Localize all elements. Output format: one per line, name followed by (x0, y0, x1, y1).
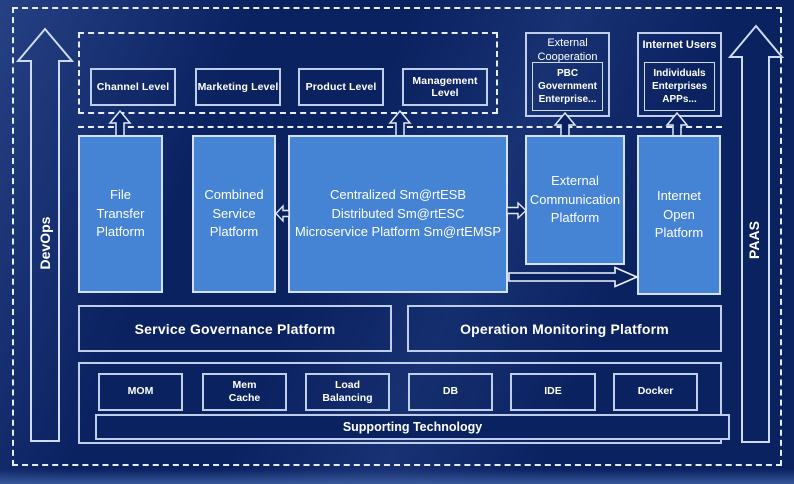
combined-service-platform-box: Combined Service Platform (192, 135, 276, 293)
central-esb-platform-box: Centralized Sm@rtESB Distributed Sm@rtES… (288, 135, 508, 293)
devops-rail-label: DevOps (37, 216, 53, 270)
flow-up-arrow-icon (388, 109, 412, 137)
flow-left-arrow-icon (275, 204, 290, 223)
flow-right-arrow-icon (506, 201, 528, 220)
supporting-technology-container (78, 362, 722, 444)
internet-users-box: Internet Users Individuals Enterprises A… (637, 32, 722, 117)
level-box-channel: Channel Level (90, 68, 176, 106)
external-cooperation-member: PBC Government Enterprise... (532, 62, 603, 111)
levels-dashed-container (78, 32, 498, 114)
internet-users-member: Individuals Enterprises APPs... (644, 62, 715, 111)
flow-long-right-arrow-icon (508, 266, 640, 288)
tech-box-ide: IDE (510, 373, 596, 411)
service-governance-platform-box: Service Governance Platform (78, 305, 392, 352)
tech-box-load-balancing: Load Balancing (305, 373, 390, 411)
tech-box-docker: Docker (613, 373, 698, 411)
external-cooperation-title: External Cooperation (537, 37, 598, 63)
supporting-technology-bar: Supporting Technology (95, 414, 730, 440)
internet-users-title: Internet Users (642, 39, 717, 51)
internet-open-platform-box: Internet Open Platform (637, 135, 721, 295)
outer-dashed-frame (12, 7, 782, 466)
paas-rail-label: PAAS (746, 221, 762, 259)
level-box-marketing: Marketing Level (195, 68, 281, 106)
paas-up-arrow-icon (727, 24, 785, 443)
external-communication-platform-box: External Communication Platform (525, 135, 625, 265)
external-cooperation-box: External Cooperation PBC Government Ente… (525, 32, 610, 117)
tech-box-db: DB (408, 373, 493, 411)
level-box-product: Product Level (298, 68, 384, 106)
flow-up-arrow-icon (108, 109, 132, 137)
operation-monitoring-platform-box: Operation Monitoring Platform (407, 305, 722, 352)
level-box-management: Management Level (402, 68, 488, 106)
tech-box-mom: MOM (98, 373, 183, 411)
tech-box-mem-cache: Mem Cache (202, 373, 287, 411)
devops-up-arrow-icon (15, 27, 75, 442)
file-transfer-platform-box: File Transfer Platform (78, 135, 163, 293)
